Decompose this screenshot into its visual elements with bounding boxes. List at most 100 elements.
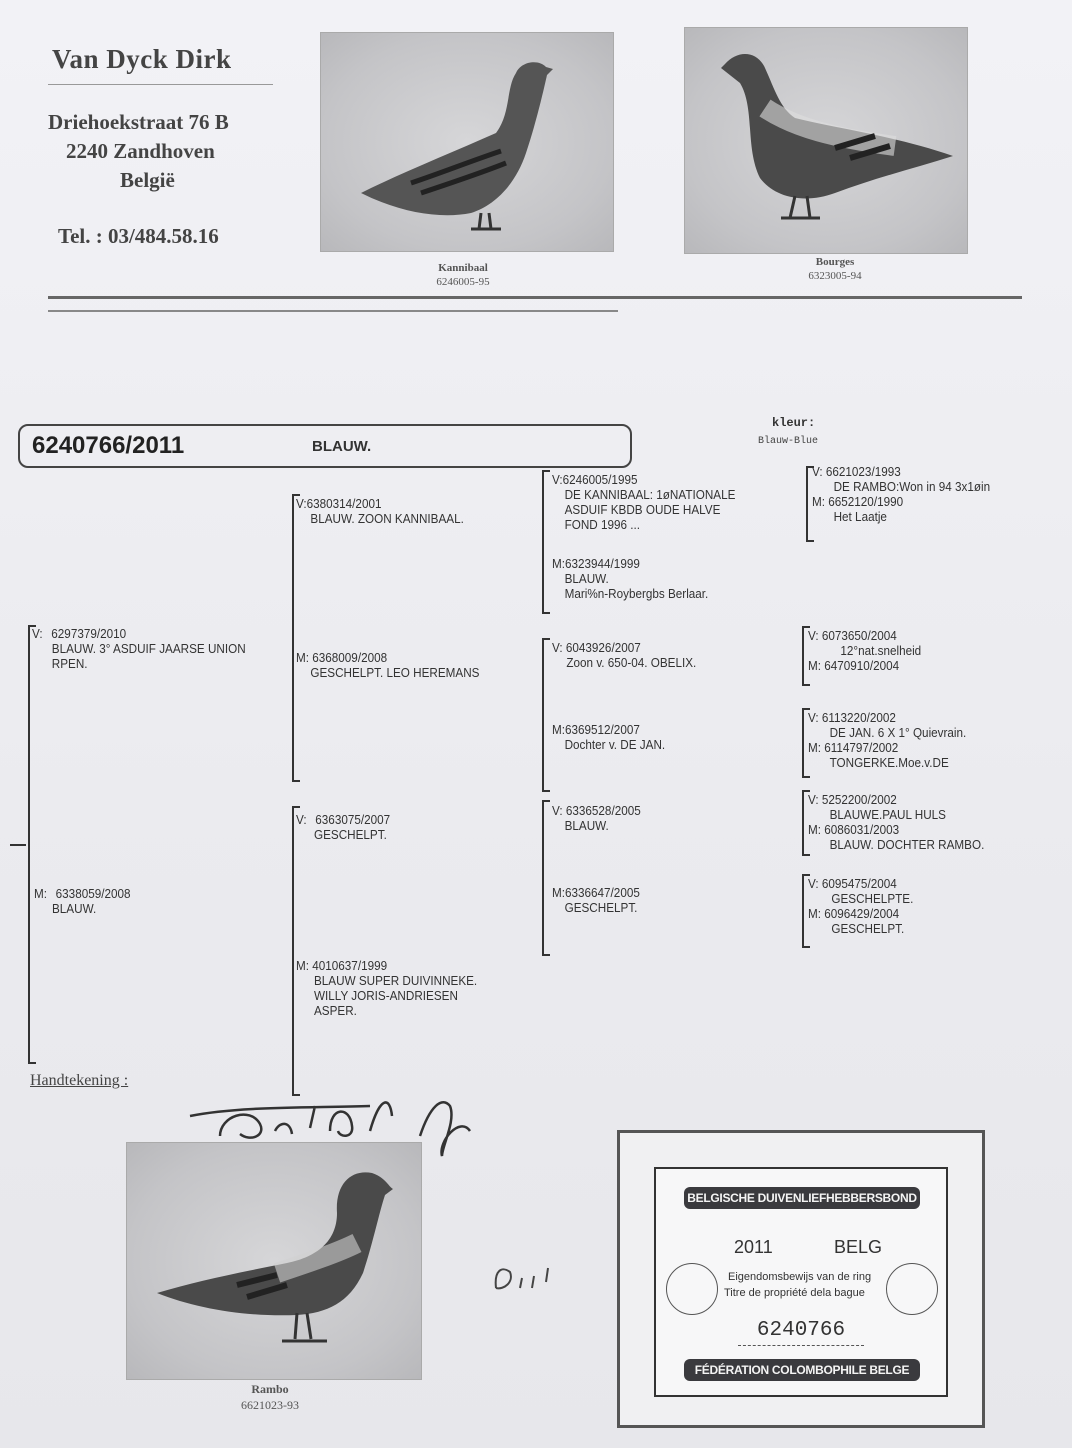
prefix: V:	[808, 710, 819, 725]
ring: 5252200/2002	[821, 792, 897, 807]
prefix: V:	[296, 496, 307, 511]
g2-fm: M: 6368009/2008 GESCHELPT. LEO HEREMANS	[296, 650, 479, 680]
prefix: V:	[32, 626, 43, 641]
name-underline	[48, 84, 273, 85]
line: ASPER.	[314, 1003, 357, 1018]
line: Mari%n-Roybergbs Berlaar.	[564, 586, 709, 601]
ring: 6336528/2005	[565, 803, 641, 818]
pigeon-icon	[361, 62, 553, 231]
prefix: V:	[808, 876, 819, 891]
ring: 6652120/1990	[828, 494, 904, 509]
gen3-bracket-1	[542, 470, 550, 614]
bracket-tick	[10, 844, 26, 846]
line: TONGERKE.Moe.v.DE	[829, 755, 949, 770]
gen4-bracket-a	[806, 466, 814, 542]
ring-certificate-inner: BELGISCHE DUIVENLIEFHEBBERSBOND 2011 BEL…	[654, 1167, 948, 1397]
prefix: V:	[552, 803, 563, 818]
line: Dochter v. DE JAN.	[564, 737, 666, 752]
ring-year: 2011	[734, 1237, 773, 1257]
line: Zoon v. 650-04. OBELIX.	[566, 655, 697, 670]
prefix: M:	[808, 822, 822, 837]
photo-caption-ring: 6323005-94	[808, 270, 862, 282]
prefix: M:	[296, 650, 310, 665]
gen4-bracket-d	[802, 790, 810, 856]
header-rule	[48, 296, 1022, 299]
emblem-left-icon	[666, 1263, 718, 1315]
federation-fr-banner: FÉDÉRATION COLOMBOPHILE BELGE	[684, 1359, 920, 1381]
gen3-bracket-3	[542, 800, 550, 956]
handwritten-initials-icon	[494, 1267, 549, 1290]
breeder-phone: Tel. : 03/484.58.16	[58, 224, 219, 248]
g4-b: V: 6073650/2004 12°nat.snelheid M: 64709…	[808, 628, 921, 673]
line: BLAUWE.PAUL HULS	[829, 807, 946, 822]
gen4-bracket-b	[802, 626, 810, 686]
ring: 6073650/2004	[821, 628, 897, 643]
header-rule-thin	[48, 310, 618, 312]
g3-mfm: M:6336647/2005 GESCHELPT.	[552, 885, 640, 915]
g3-fff: V:6246005/1995 DE KANNIBAAL: 1øNATIONALE…	[552, 472, 735, 532]
photo-caption-name: Rambo	[251, 1382, 289, 1396]
kleur-value: Blauw-Blue	[758, 436, 819, 447]
line: ASDUIF KBDB OUDE HALVE	[564, 502, 721, 517]
line: DE JAN. 6 X 1° Quievrain.	[829, 725, 967, 740]
g3-fmf: V: 6043926/2007 Zoon v. 650-04. OBELIX.	[552, 640, 696, 670]
ring-cert-line2: Titre de propriété dela bague	[724, 1287, 865, 1299]
ring: 6470910/2004	[824, 658, 900, 673]
line: BLAUW.	[564, 571, 609, 586]
g2-mf: V: 6363075/2007 GESCHELPT.	[296, 812, 390, 842]
gen4-bracket-e	[802, 874, 810, 948]
line: BLAUW.	[52, 901, 97, 916]
gen2-bracket-top	[292, 494, 300, 782]
line: GESCHELPTE.	[831, 891, 914, 906]
line: Het Laatje	[833, 509, 887, 524]
g3-fmm: M:6369512/2007 Dochter v. DE JAN.	[552, 722, 665, 752]
prefix: M:	[552, 556, 566, 571]
line: GESCHELPT.	[831, 921, 905, 936]
gen4-bracket-c	[802, 708, 810, 778]
ring: 6336647/2005	[565, 885, 640, 900]
pigeon-photo-kannibaal	[320, 32, 614, 252]
ring: 6369512/2007	[565, 722, 640, 737]
pigeon-icon	[157, 1172, 393, 1343]
ring: 6338059/2008	[55, 886, 131, 901]
line: 12°nat.snelheid	[840, 643, 922, 658]
pigeon-photo-bourges	[684, 27, 968, 254]
signature-label: Handtekening :	[30, 1072, 129, 1089]
line: BLAUW. 3° ASDUIF JAARSE UNION	[51, 641, 246, 656]
line: BLAUW. DOCHTER RAMBO.	[829, 837, 985, 852]
ring: 6113220/2002	[821, 710, 896, 725]
g1-father: V: 6297379/2010 BLAUW. 3° ASDUIF JAARSE …	[32, 626, 246, 671]
prefix: V:	[296, 812, 307, 827]
line: BLAUW SUPER DUIVINNEKE.	[314, 973, 478, 988]
signature-icon	[189, 1101, 472, 1157]
photo-caption-name: Bourges	[815, 256, 855, 268]
gen3-bracket-2	[542, 638, 550, 792]
line: GESCHELPT.	[564, 900, 638, 915]
line: GESCHELPT. LEO HEREMANS	[310, 665, 480, 680]
breeder-street: Driehoekstraat 76 B	[48, 110, 229, 134]
g4-e: V: 6095475/2004 GESCHELPTE. M: 6096429/2…	[808, 876, 913, 936]
g4-d: V: 5252200/2002 BLAUWE.PAUL HULS M: 6086…	[808, 792, 984, 852]
g3-ffm: M:6323944/1999 BLAUW. Mari%n-Roybergbs B…	[552, 556, 708, 601]
g1-mother: M: 6338059/2008 BLAUW.	[34, 886, 131, 916]
gen1-bracket	[28, 625, 36, 1064]
g4-a: V: 6621023/1993 DE RAMBO:Won in 94 3x1øi…	[812, 464, 990, 524]
ring-cert-number: 6240766	[738, 1319, 864, 1346]
g2-ff: V:6380314/2001 BLAUW. ZOON KANNIBAAL.	[296, 496, 464, 526]
line: DE RAMBO:Won in 94 3x1øin	[833, 479, 991, 494]
ring: 4010637/1999	[312, 958, 388, 973]
prefix: V:	[552, 640, 563, 655]
line: BLAUW. ZOON KANNIBAAL.	[310, 511, 464, 526]
ring-country: BELG	[834, 1237, 883, 1257]
prefix: V:	[812, 464, 823, 479]
ring-color: BLAUW.	[312, 438, 372, 455]
prefix: V:	[552, 472, 563, 487]
ring-number: 6240766/2011	[32, 432, 185, 459]
ring: 6380314/2001	[306, 496, 382, 511]
line: BLAUW.	[564, 818, 609, 833]
prefix: M:	[808, 906, 822, 921]
ring-header-box: 6240766/2011 BLAUW.	[18, 424, 632, 468]
line: RPEN.	[51, 656, 88, 671]
ring: 6095475/2004	[821, 876, 897, 891]
line: WILLY JORIS-ANDRIESEN	[314, 988, 458, 1003]
